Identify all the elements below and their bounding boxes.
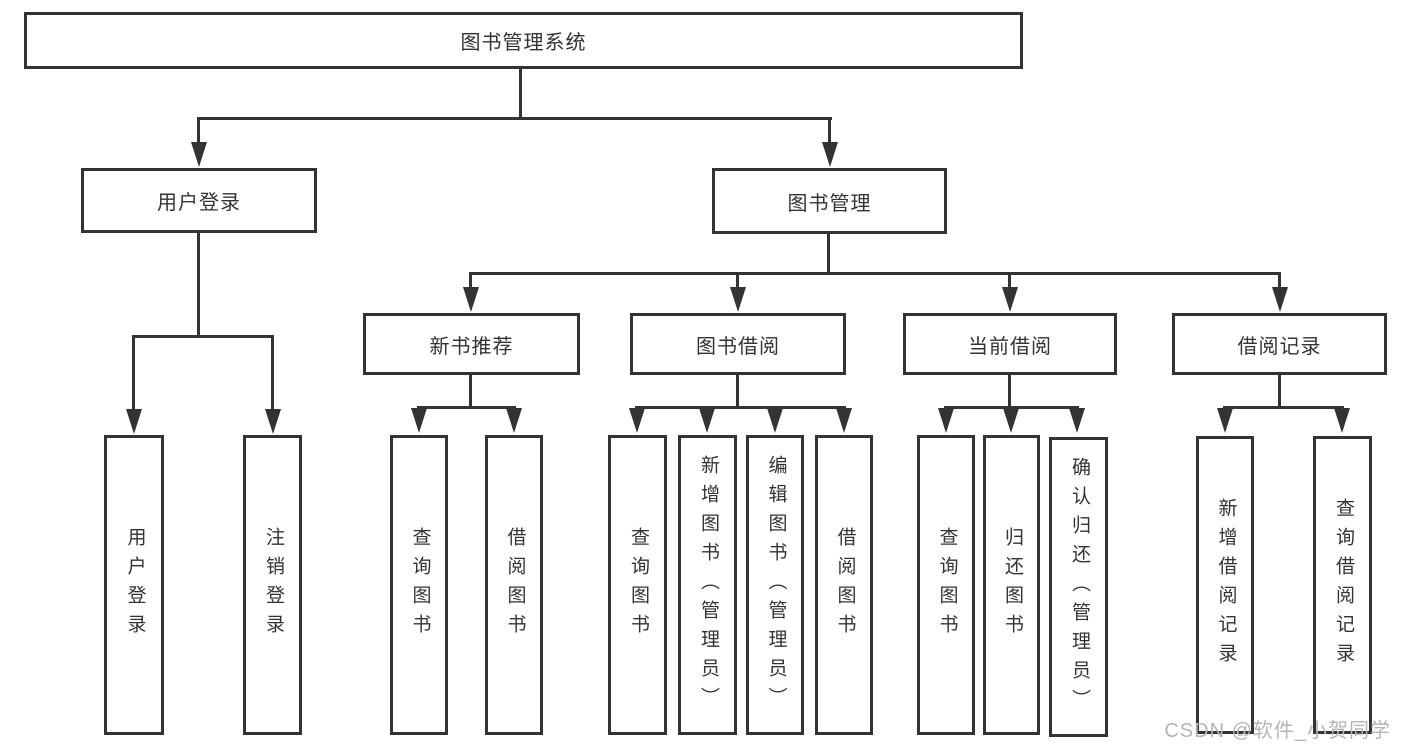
connector-line [1008, 375, 1011, 406]
node-label: 用户登录 [124, 527, 146, 643]
arrow-down-icon [822, 142, 838, 167]
connector-line [828, 117, 831, 145]
node-label: 图书管理 [787, 192, 872, 215]
arrow-down-icon [836, 408, 852, 433]
node-label: 编辑图书（管理员） [765, 454, 787, 716]
arrow-down-icon [126, 409, 142, 434]
leaf-query-books: 查询图书 [917, 435, 975, 735]
connector-line [1008, 272, 1011, 290]
leaf-add-borrow-record: 新增借阅记录 [1196, 436, 1254, 734]
node-library-management-system: 图书管理系统 [24, 12, 1023, 69]
node-label: 查询借阅记录 [1332, 498, 1354, 672]
node-label: 当前借阅 [968, 335, 1052, 358]
arrow-down-icon [463, 287, 479, 312]
node-label: 确认归还（管理员） [1068, 456, 1090, 718]
node-label: 借阅记录 [1237, 335, 1322, 358]
connector-line [132, 335, 135, 415]
node-label: 新书推荐 [429, 335, 514, 358]
node-new-book-recommendation: 新书推荐 [363, 313, 580, 375]
leaf-user-login: 用户登录 [104, 435, 164, 735]
node-label: 借阅图书 [504, 527, 526, 643]
node-label: 查询图书 [409, 527, 431, 643]
arrow-down-icon [1069, 408, 1085, 433]
connector-line [417, 406, 516, 409]
arrow-down-icon [629, 408, 645, 433]
leaf-logout: 注销登录 [243, 435, 302, 735]
connector-line [635, 406, 846, 409]
node-label: 图书借阅 [696, 335, 780, 358]
connector-line [1278, 272, 1281, 290]
arrow-down-icon [1002, 287, 1018, 312]
node-label: 借阅图书 [834, 527, 856, 643]
connector-line [197, 117, 832, 120]
arrow-down-icon [506, 408, 522, 433]
node-book-borrowing: 图书借阅 [630, 313, 846, 375]
connector-line [827, 234, 830, 272]
arrow-down-icon [411, 408, 427, 433]
csdn-watermark: CSDN @软件_小贺同学 [1164, 720, 1391, 742]
node-label: 归还图书 [1001, 527, 1023, 643]
leaf-query-borrow-record: 查询借阅记录 [1313, 436, 1372, 734]
node-label: 注销登录 [262, 527, 284, 643]
node-label: 用户登录 [157, 192, 241, 214]
arrow-down-icon [767, 408, 783, 433]
node-borrowing-records: 借阅记录 [1172, 313, 1387, 375]
leaf-confirm-return-admin: 确认归还（管理员） [1049, 437, 1108, 737]
node-label: 新增借阅记录 [1215, 498, 1237, 672]
arrow-down-icon [938, 408, 954, 433]
connector-line [736, 375, 739, 406]
node-label: 查询图书 [627, 527, 649, 643]
node-book-management: 图书管理 [712, 168, 947, 234]
leaf-query-books: 查询图书 [608, 435, 667, 735]
connector-line [271, 335, 274, 415]
connector-line [197, 117, 200, 145]
node-label: 新增图书（管理员） [697, 454, 719, 716]
node-user-login: 用户登录 [81, 168, 317, 233]
node-label: 查询图书 [936, 527, 958, 643]
leaf-return-books: 归还图书 [983, 435, 1040, 735]
arrow-down-icon [191, 142, 207, 167]
arrow-down-icon [1217, 408, 1233, 433]
leaf-borrow-books: 借阅图书 [485, 435, 543, 735]
connector-line [132, 335, 274, 338]
node-current-borrowing: 当前借阅 [903, 313, 1117, 375]
arrow-down-icon [265, 409, 281, 434]
arrow-down-icon [699, 408, 715, 433]
connector-line [736, 272, 739, 290]
connector-line [469, 272, 1281, 275]
arrow-down-icon [1334, 408, 1350, 433]
connector-line [519, 69, 522, 117]
leaf-add-books-admin: 新增图书（管理员） [678, 435, 737, 735]
arrow-down-icon [1272, 287, 1288, 312]
node-label: 图书管理系统 [460, 32, 587, 54]
connector-line [1278, 375, 1281, 406]
leaf-borrow-books: 借阅图书 [815, 435, 873, 735]
leaf-query-books: 查询图书 [390, 435, 448, 735]
connector-line [944, 406, 1079, 409]
arrow-down-icon [730, 287, 746, 312]
connector-line [197, 233, 200, 335]
leaf-edit-books-admin: 编辑图书（管理员） [746, 435, 804, 735]
connector-line [1223, 406, 1344, 409]
connector-line [469, 272, 472, 290]
connector-line [469, 375, 472, 406]
arrow-down-icon [1003, 408, 1019, 433]
